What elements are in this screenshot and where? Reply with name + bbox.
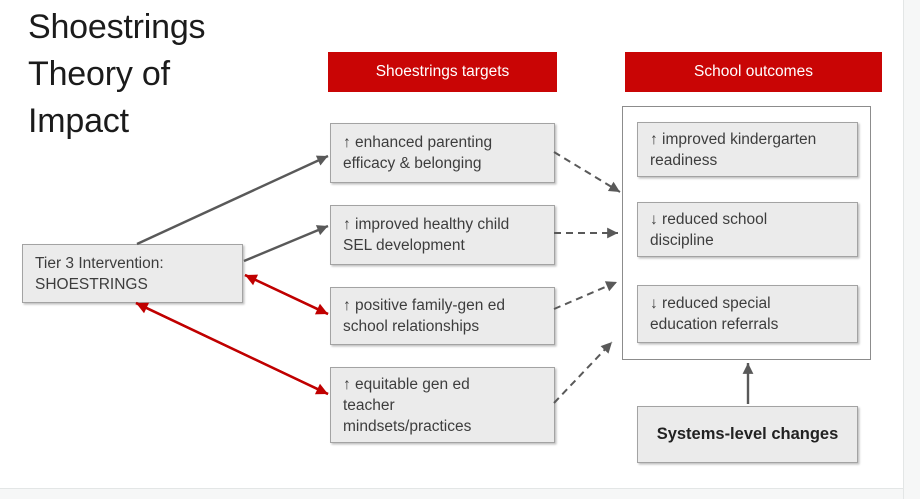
dashed-arrow-target-1-to-outcomes bbox=[553, 151, 621, 193]
arrow-intervention-to-target-2 bbox=[243, 224, 329, 263]
outcome-box-kindergarten-readiness: ↑ improved kindergarten readiness bbox=[637, 122, 858, 177]
outcomes-column-header-label: School outcomes bbox=[694, 63, 813, 80]
page-title: Shoestrings Theory of Impact bbox=[28, 8, 206, 140]
outcomes-column-header: School outcomes bbox=[625, 52, 882, 92]
systems-level-changes-box: Systems-level changes bbox=[637, 406, 858, 463]
double-arrow-intervention-target-4-forward bbox=[135, 301, 329, 396]
targets-column-header-label: Shoestrings targets bbox=[375, 63, 510, 80]
intervention-label: Tier 3 Intervention: SHOESTRINGS bbox=[35, 254, 164, 293]
outcome-label: ↓ reduced special education referrals bbox=[650, 295, 779, 333]
double-arrow-intervention-target-4-back bbox=[135, 301, 329, 396]
page-gutter-right bbox=[903, 0, 920, 499]
systems-level-changes-label: Systems-level changes bbox=[656, 425, 839, 443]
intervention-box: Tier 3 Intervention: SHOESTRINGS bbox=[22, 244, 243, 303]
target-label: ↑ positive family-gen ed school relation… bbox=[343, 297, 505, 335]
outcome-label: ↓ reduced school discipline bbox=[650, 210, 768, 249]
dashed-arrow-target-4-to-outcomes bbox=[553, 341, 613, 404]
target-box-teacher-mindsets: ↑ equitable gen ed teacher mindsets/prac… bbox=[330, 367, 555, 443]
target-box-sel-development: ↑ improved healthy child SEL development bbox=[330, 205, 555, 265]
target-label: ↑ equitable gen ed teacher mindsets/prac… bbox=[343, 375, 472, 435]
double-arrow-intervention-target-3-back bbox=[244, 273, 329, 316]
page-gutter-bottom bbox=[0, 488, 903, 499]
arrow-intervention-to-target-1 bbox=[136, 154, 329, 246]
outcome-box-school-discipline: ↓ reduced school discipline bbox=[637, 202, 858, 257]
outcome-box-special-education-referrals: ↓ reduced special education referrals bbox=[637, 285, 858, 343]
double-arrow-intervention-target-3-forward bbox=[244, 273, 329, 316]
targets-column-header: Shoestrings targets bbox=[328, 52, 557, 92]
target-box-school-relationships: ↑ positive family-gen ed school relation… bbox=[330, 287, 555, 345]
outcome-label: ↑ improved kindergarten readiness bbox=[650, 130, 817, 169]
target-label: ↑ enhanced parenting efficacy & belongin… bbox=[343, 134, 493, 172]
target-box-parenting-efficacy: ↑ enhanced parenting efficacy & belongin… bbox=[330, 123, 555, 183]
dashed-arrow-target-3-to-outcomes bbox=[553, 281, 618, 310]
target-label: ↑ improved healthy child SEL development bbox=[343, 216, 510, 254]
